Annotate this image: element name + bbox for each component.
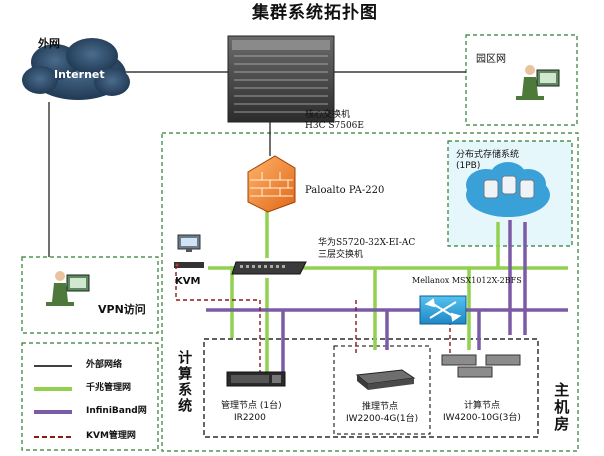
legend-label-external: 外部网络 <box>86 360 123 370</box>
l3-switch-label-2: 三层交换机 <box>318 250 364 260</box>
vpn-label: VPN访问 <box>98 303 146 316</box>
internet-cloud-icon <box>22 38 130 100</box>
storage-cloud-icon <box>466 162 550 217</box>
storage-label-2: (1PB) <box>456 161 481 171</box>
kvm-icon <box>174 234 204 268</box>
compute-node-label-1: 计算节点 <box>464 401 501 411</box>
firewall-label: Paloalto PA-220 <box>305 185 385 196</box>
firewall-icon <box>247 155 296 213</box>
storage-label-1: 分布式存储系统 <box>456 150 520 160</box>
infer-node-zone <box>333 345 431 435</box>
infiniband-switch-icon <box>419 295 467 325</box>
machine-room-label: 主机房 <box>552 382 571 433</box>
campus-label: 园区网 <box>476 54 506 65</box>
core-switch-label-2: H3C S7506E <box>305 121 364 131</box>
internet-label: Internet <box>54 68 105 81</box>
infer-node-label-1: 推理节点 <box>362 402 399 412</box>
kvm-label: KVM <box>175 276 201 287</box>
core-switch-icon <box>227 35 335 123</box>
infer-node-label-2: IW2200-4G(1台) <box>346 414 419 424</box>
machine-room-zone <box>161 132 579 452</box>
l3-switch-icon <box>231 261 307 275</box>
diagram-title: 集群系统拓扑图 <box>252 3 378 23</box>
infiniband-switch-label: Mellanox MSX1012X-2BFS <box>412 276 522 285</box>
vpn-user-icon <box>46 271 90 306</box>
legend-label-kvm: KVM管理网 <box>86 431 136 441</box>
core-switch-label-1: 核心交换机 <box>305 110 351 120</box>
mgmt-node-label-1: 管理节点 (1台) <box>221 401 282 411</box>
mgmt-node-label-2: IR2200 <box>234 413 266 423</box>
compute-node-label-2: IW4200-10G(3台) <box>443 413 521 423</box>
l3-switch-label-1: 华为S5720-32X-EI-AC <box>318 238 416 248</box>
management-server-icon <box>226 371 286 387</box>
internet-zone-label: 外网 <box>38 37 60 50</box>
compute-system-label: 计算系统 <box>176 350 193 414</box>
inference-server-icon <box>355 369 416 390</box>
campus-zone <box>465 34 578 126</box>
legend-label-infiniband: InfiniBand网 <box>86 406 147 416</box>
compute-servers-icon <box>441 354 521 378</box>
legend-label-gigabit: 千兆管理网 <box>86 383 132 393</box>
legend-zone <box>21 342 159 451</box>
vpn-zone <box>21 256 159 334</box>
campus-user-icon <box>516 65 560 100</box>
